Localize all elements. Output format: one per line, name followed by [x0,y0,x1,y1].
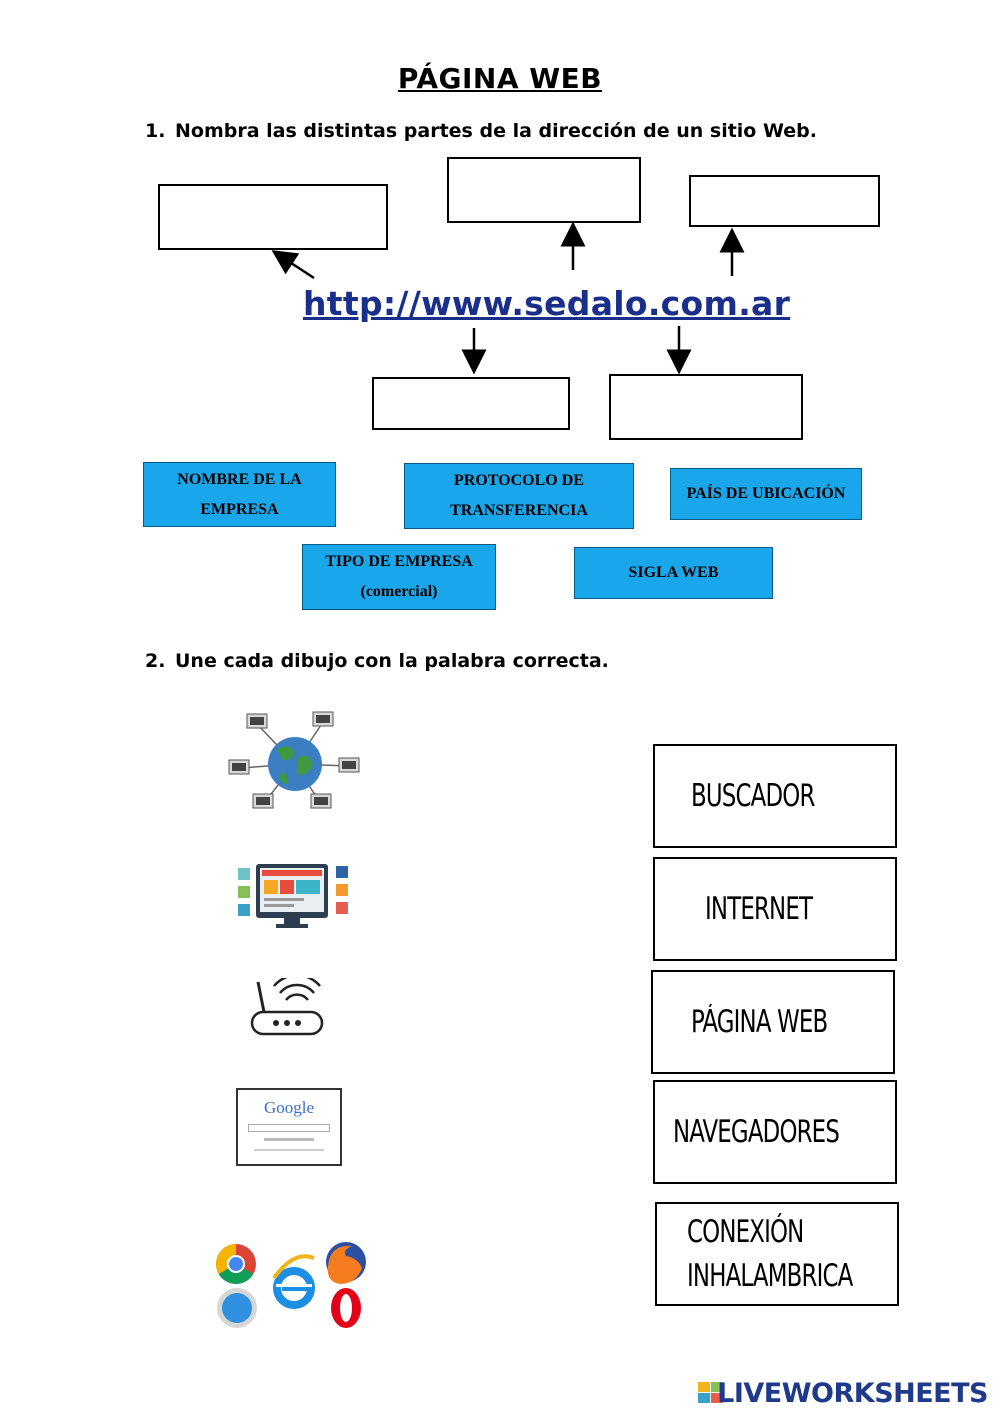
word-pagina-web[interactable]: PÁGINA WEB [651,970,895,1074]
answer-box-protocol[interactable] [158,184,388,250]
google-footer [254,1149,324,1151]
chip-tipo-empresa[interactable]: TIPO DE EMPRESA (comercial) [302,544,496,610]
arrows [271,221,745,375]
liveworksheets-logo-icon [698,1382,724,1404]
question-2-number: 2. [145,650,166,672]
answer-box-country[interactable] [689,175,880,227]
google-search-bar [248,1124,330,1132]
chip-protocolo[interactable]: PROTOCOLO DE TRANSFERENCIA [404,463,634,529]
word-internet[interactable]: INTERNET [653,857,897,961]
question-1: 1. Nombra las distintas partes de la dire… [145,120,817,142]
globe-network-icon[interactable] [225,708,365,820]
chip-pais[interactable]: PAÍS DE UBICACIÓN [670,468,862,520]
question-2-text: Une cada dibujo con la palabra correcta. [175,650,609,672]
word-buscador-label: BUSCADOR [691,778,815,814]
word-internet-label: INTERNET [705,891,813,927]
google-logo-text: Google [263,1098,315,1117]
google-buttons [264,1138,314,1141]
webpage-layout-icon[interactable] [236,862,354,930]
google-search-icon[interactable]: Google [236,1088,342,1166]
chip-sigla-web[interactable]: SIGLA WEB [574,547,773,599]
answer-box-company[interactable] [372,377,570,430]
example-url: http://www.sedalo.com.ar [303,284,791,323]
word-conexion-label: CONEXIÓN INHALAMBRICA [687,1214,853,1294]
answer-box-www[interactable] [447,157,641,223]
answer-box-type[interactable] [609,374,803,440]
liveworksheets-brand: LIVEWORKSHEETS [717,1378,988,1409]
word-conexion[interactable]: CONEXIÓN INHALAMBRICA [655,1202,899,1306]
wifi-router-icon[interactable] [248,978,328,1042]
word-pagina-web-label: PÁGINA WEB [691,1004,828,1040]
word-buscador[interactable]: BUSCADOR [653,744,897,848]
question-2: 2. Une cada dibujo con la palabra correct… [145,650,609,672]
question-1-text: Nombra las distintas partes de la direcc… [175,120,817,142]
word-navegadores-label: NAVEGADORES [673,1114,840,1150]
question-1-number: 1. [145,120,166,142]
word-navegadores[interactable]: NAVEGADORES [653,1080,897,1184]
browser-logos-icon[interactable] [212,1240,372,1332]
chip-nombre-empresa[interactable]: NOMBRE DE LA EMPRESA [143,462,336,527]
page-title: PÁGINA WEB [397,62,603,95]
